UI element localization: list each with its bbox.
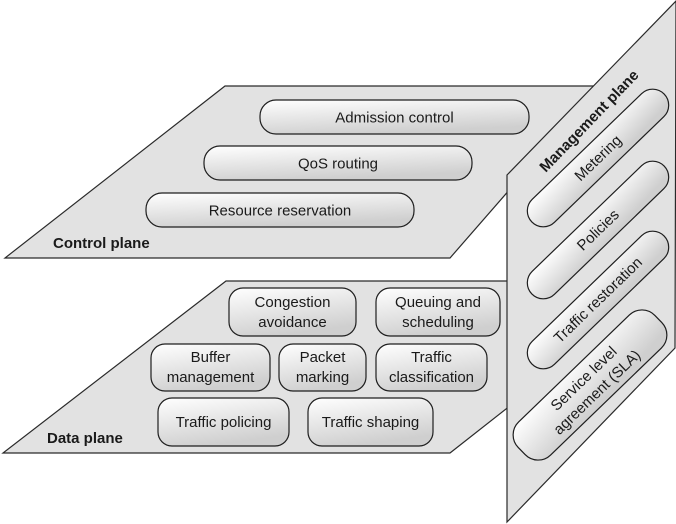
function-box	[375, 343, 488, 392]
data-function-buffer-management: Buffer management	[150, 343, 271, 392]
data-function-packet-marking: Packet marking	[278, 343, 367, 392]
function-label-line2: management	[167, 369, 255, 386]
function-box	[307, 397, 434, 447]
control-plane: Admission control QoS routing Resource r…	[3, 85, 602, 259]
function-box	[145, 192, 415, 228]
data-function-traffic-classification: Traffic classification	[375, 343, 488, 392]
function-label-line1: Traffic	[411, 349, 452, 366]
function-label-line2: classification	[389, 369, 474, 386]
function-label: Traffic shaping	[322, 414, 420, 431]
function-box	[259, 99, 530, 135]
data-plane: Congestion avoidance Queuing and schedul…	[1, 280, 521, 454]
data-function-queuing-and-scheduling: Queuing and scheduling	[375, 287, 501, 337]
function-label-line2: marking	[296, 369, 349, 386]
function-box	[157, 397, 290, 447]
function-label-line2: scheduling	[402, 314, 474, 331]
control-function-admission-control: Admission control	[259, 99, 530, 135]
function-label-line1: Queuing and	[395, 294, 481, 311]
control-function-resource-reservation: Resource reservation	[145, 192, 415, 228]
function-box	[375, 287, 501, 337]
function-box	[278, 343, 367, 392]
data-function-congestion-avoidance: Congestion avoidance	[228, 287, 357, 337]
data-function-traffic-policing: Traffic policing	[157, 397, 290, 447]
function-label-line2: avoidance	[258, 314, 326, 331]
data-function-traffic-shaping: Traffic shaping	[307, 397, 434, 447]
function-label-line1: Buffer	[191, 349, 231, 366]
function-label: Traffic policing	[176, 414, 272, 431]
control-plane-label: Control plane	[53, 235, 150, 252]
data-plane-label: Data plane	[47, 430, 123, 447]
function-label-line1: Congestion	[255, 294, 331, 311]
function-label-line1: Packet	[300, 349, 347, 366]
function-box	[150, 343, 271, 392]
function-label: QoS routing	[298, 156, 378, 173]
management-plane: Management plane Metering Policies Traff…	[506, 0, 676, 524]
function-label: Resource reservation	[209, 203, 352, 220]
function-box	[228, 287, 357, 337]
function-label: Admission control	[335, 110, 453, 127]
function-box	[512, 309, 668, 461]
control-function-qos-routing: QoS routing	[203, 145, 473, 181]
function-box	[203, 145, 473, 181]
